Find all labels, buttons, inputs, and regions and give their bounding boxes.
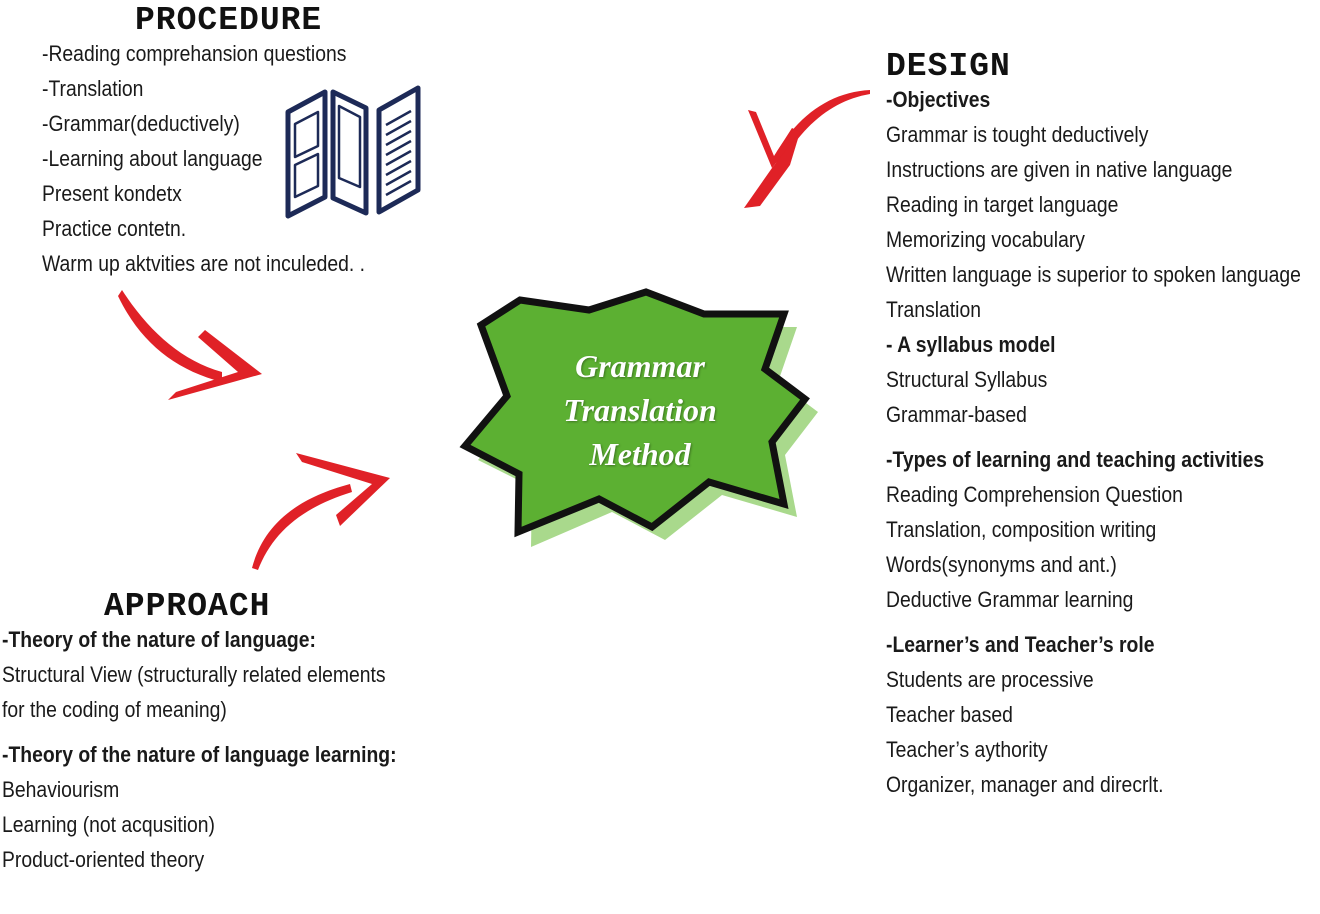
procedure-item: Present kondetx <box>42 181 182 206</box>
objective-item: Reading in target language <box>886 192 1119 217</box>
open-book-icon <box>285 85 421 219</box>
procedure-item: -Grammar(deductively) <box>42 111 240 136</box>
procedure-item: Practice contetn. <box>42 216 187 241</box>
procedure-title: PROCEDURE <box>135 2 323 39</box>
theory2-item: Behaviourism <box>2 777 120 802</box>
objective-item: Translation <box>886 297 982 322</box>
procedure-item: -Learning about language <box>42 146 263 171</box>
procedure-item: -Reading comprehansion questions <box>42 41 347 66</box>
role-item: Students are processive <box>886 667 1094 692</box>
activity-item: Words(synonyms and ant.) <box>886 552 1117 577</box>
role-item: Organizer, manager and direcrlt. <box>886 772 1164 797</box>
center-label-line-2: Translation <box>563 392 717 428</box>
theory2-item: Learning (not acqusition) <box>2 812 215 837</box>
activity-item: Reading Comprehension Question <box>886 482 1183 507</box>
procedure-list: -Reading comprehansion questions -Transl… <box>42 36 418 281</box>
syllabus-heading: - A syllabus model <box>886 332 1056 357</box>
arrow-procedure-icon <box>118 290 262 400</box>
design-title: DESIGN <box>886 48 1011 85</box>
activity-item: Deductive Grammar learning <box>886 587 1134 612</box>
center-label-line-3: Method <box>589 436 691 472</box>
procedure-item: Warm up aktvities are not inculeded. . <box>42 251 366 276</box>
objective-item: Instructions are given in native languag… <box>886 157 1233 182</box>
center-label-line-1: Grammar <box>575 348 705 384</box>
theory1-item: for the coding of meaning) <box>2 697 227 722</box>
objective-item: Written language is superior to spoken l… <box>886 262 1301 287</box>
theory1-heading: -Theory of the nature of language: <box>2 627 316 652</box>
objective-item: Memorizing vocabulary <box>886 227 1085 252</box>
objective-item: Grammar is tought deductively <box>886 122 1149 147</box>
procedure-item: -Translation <box>42 76 144 101</box>
roles-heading: -Learner’s and Teacher’s role <box>886 632 1155 657</box>
theory2-item: Product-oriented theory <box>2 847 205 872</box>
syllabus-item: Grammar-based <box>886 402 1027 427</box>
starburst <box>459 288 810 538</box>
design-list: -Objectives Grammar is tought deductivel… <box>886 82 1320 802</box>
arrow-design-icon <box>744 90 870 208</box>
theory2-heading: -Theory of the nature of language learni… <box>2 742 397 767</box>
approach-title: APPROACH <box>104 588 271 625</box>
objectives-heading: -Objectives <box>886 87 991 112</box>
activities-heading: -Types of learning and teaching activiti… <box>886 447 1265 472</box>
approach-list: -Theory of the nature of language: Struc… <box>2 622 461 877</box>
arrow-approach-icon <box>252 453 390 570</box>
theory1-item: Structural View (structurally related el… <box>2 662 386 687</box>
syllabus-item: Structural Syllabus <box>886 367 1048 392</box>
activity-item: Translation, composition writing <box>886 517 1157 542</box>
center-label: Grammar Translation Method <box>540 344 740 476</box>
role-item: Teacher based <box>886 702 1013 727</box>
role-item: Teacher’s aythority <box>886 737 1048 762</box>
